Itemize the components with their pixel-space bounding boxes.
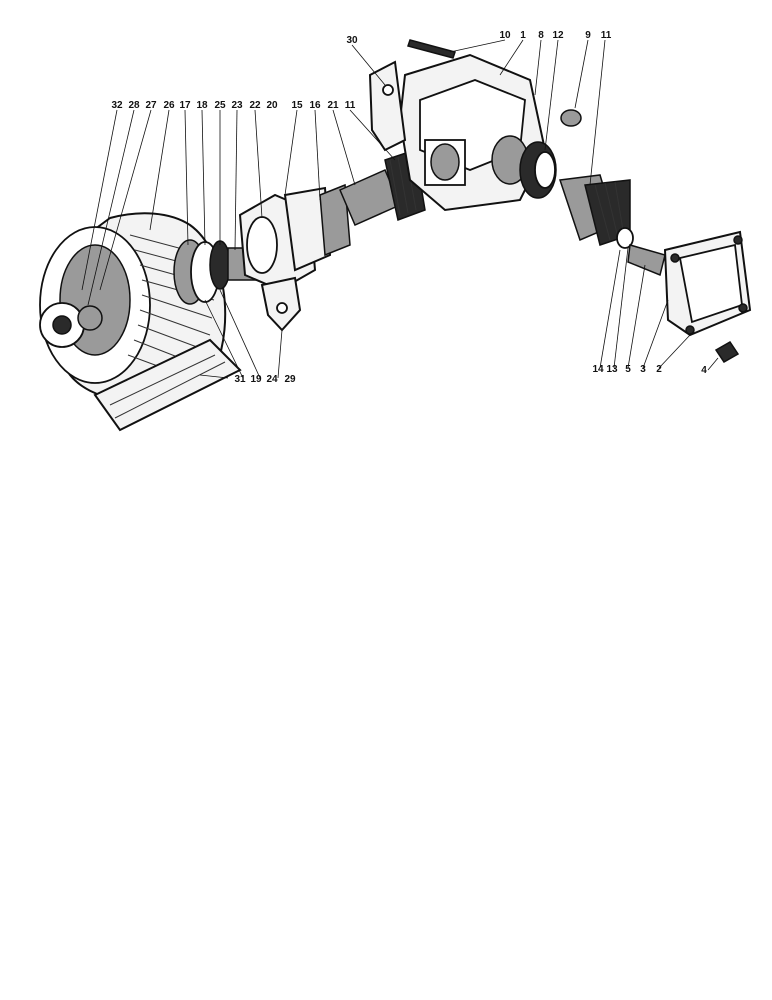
callout-10: 10 — [499, 30, 511, 41]
callout-27: 27 — [145, 100, 157, 111]
leader-lines — [81, 39, 719, 379]
right-bevel-pinion — [558, 174, 631, 246]
callout-9: 9 — [585, 30, 591, 41]
callout-23: 23 — [231, 100, 243, 111]
callout-12: 12 — [552, 30, 564, 41]
callout-8: 8 — [538, 30, 544, 41]
callout-11-left: 11 — [345, 100, 356, 111]
right-bearing — [519, 141, 557, 199]
cover-plate — [663, 230, 752, 337]
bolt — [714, 341, 740, 363]
gearbox-casing — [368, 53, 547, 212]
callout-1: 1 — [520, 30, 526, 41]
callout-4: 4 — [701, 365, 707, 376]
callout-15: 15 — [291, 100, 303, 111]
callout-20: 20 — [266, 100, 278, 111]
callout-30: 30 — [346, 35, 358, 46]
callout-11-top: 11 — [601, 30, 612, 41]
callout-labels: 10 1 8 12 9 11 30 32 28 27 26 17 18 25 2… — [111, 30, 707, 385]
lower-bracket — [260, 276, 302, 332]
belt-guard-bracket — [93, 338, 242, 432]
callout-25: 25 — [214, 100, 226, 111]
callout-5: 5 — [625, 364, 631, 375]
callout-3: 3 — [640, 364, 646, 375]
callout-13: 13 — [606, 364, 618, 375]
callout-28: 28 — [128, 100, 140, 111]
callout-19: 19 — [250, 374, 262, 385]
callout-31: 31 — [234, 374, 246, 385]
callout-29: 29 — [284, 374, 296, 385]
callout-32: 32 — [111, 100, 123, 111]
left-bearing-housing — [238, 183, 351, 292]
callout-16: 16 — [309, 100, 321, 111]
callout-21: 21 — [327, 100, 339, 111]
right-shaft — [616, 227, 666, 277]
callout-17: 17 — [179, 100, 191, 111]
callout-24: 24 — [266, 374, 278, 385]
callout-26: 26 — [163, 100, 175, 111]
callout-18: 18 — [196, 100, 208, 111]
stud — [407, 39, 456, 59]
callout-22: 22 — [249, 100, 261, 111]
plug — [560, 109, 582, 127]
callout-2: 2 — [656, 364, 662, 375]
callout-14: 14 — [592, 364, 604, 375]
